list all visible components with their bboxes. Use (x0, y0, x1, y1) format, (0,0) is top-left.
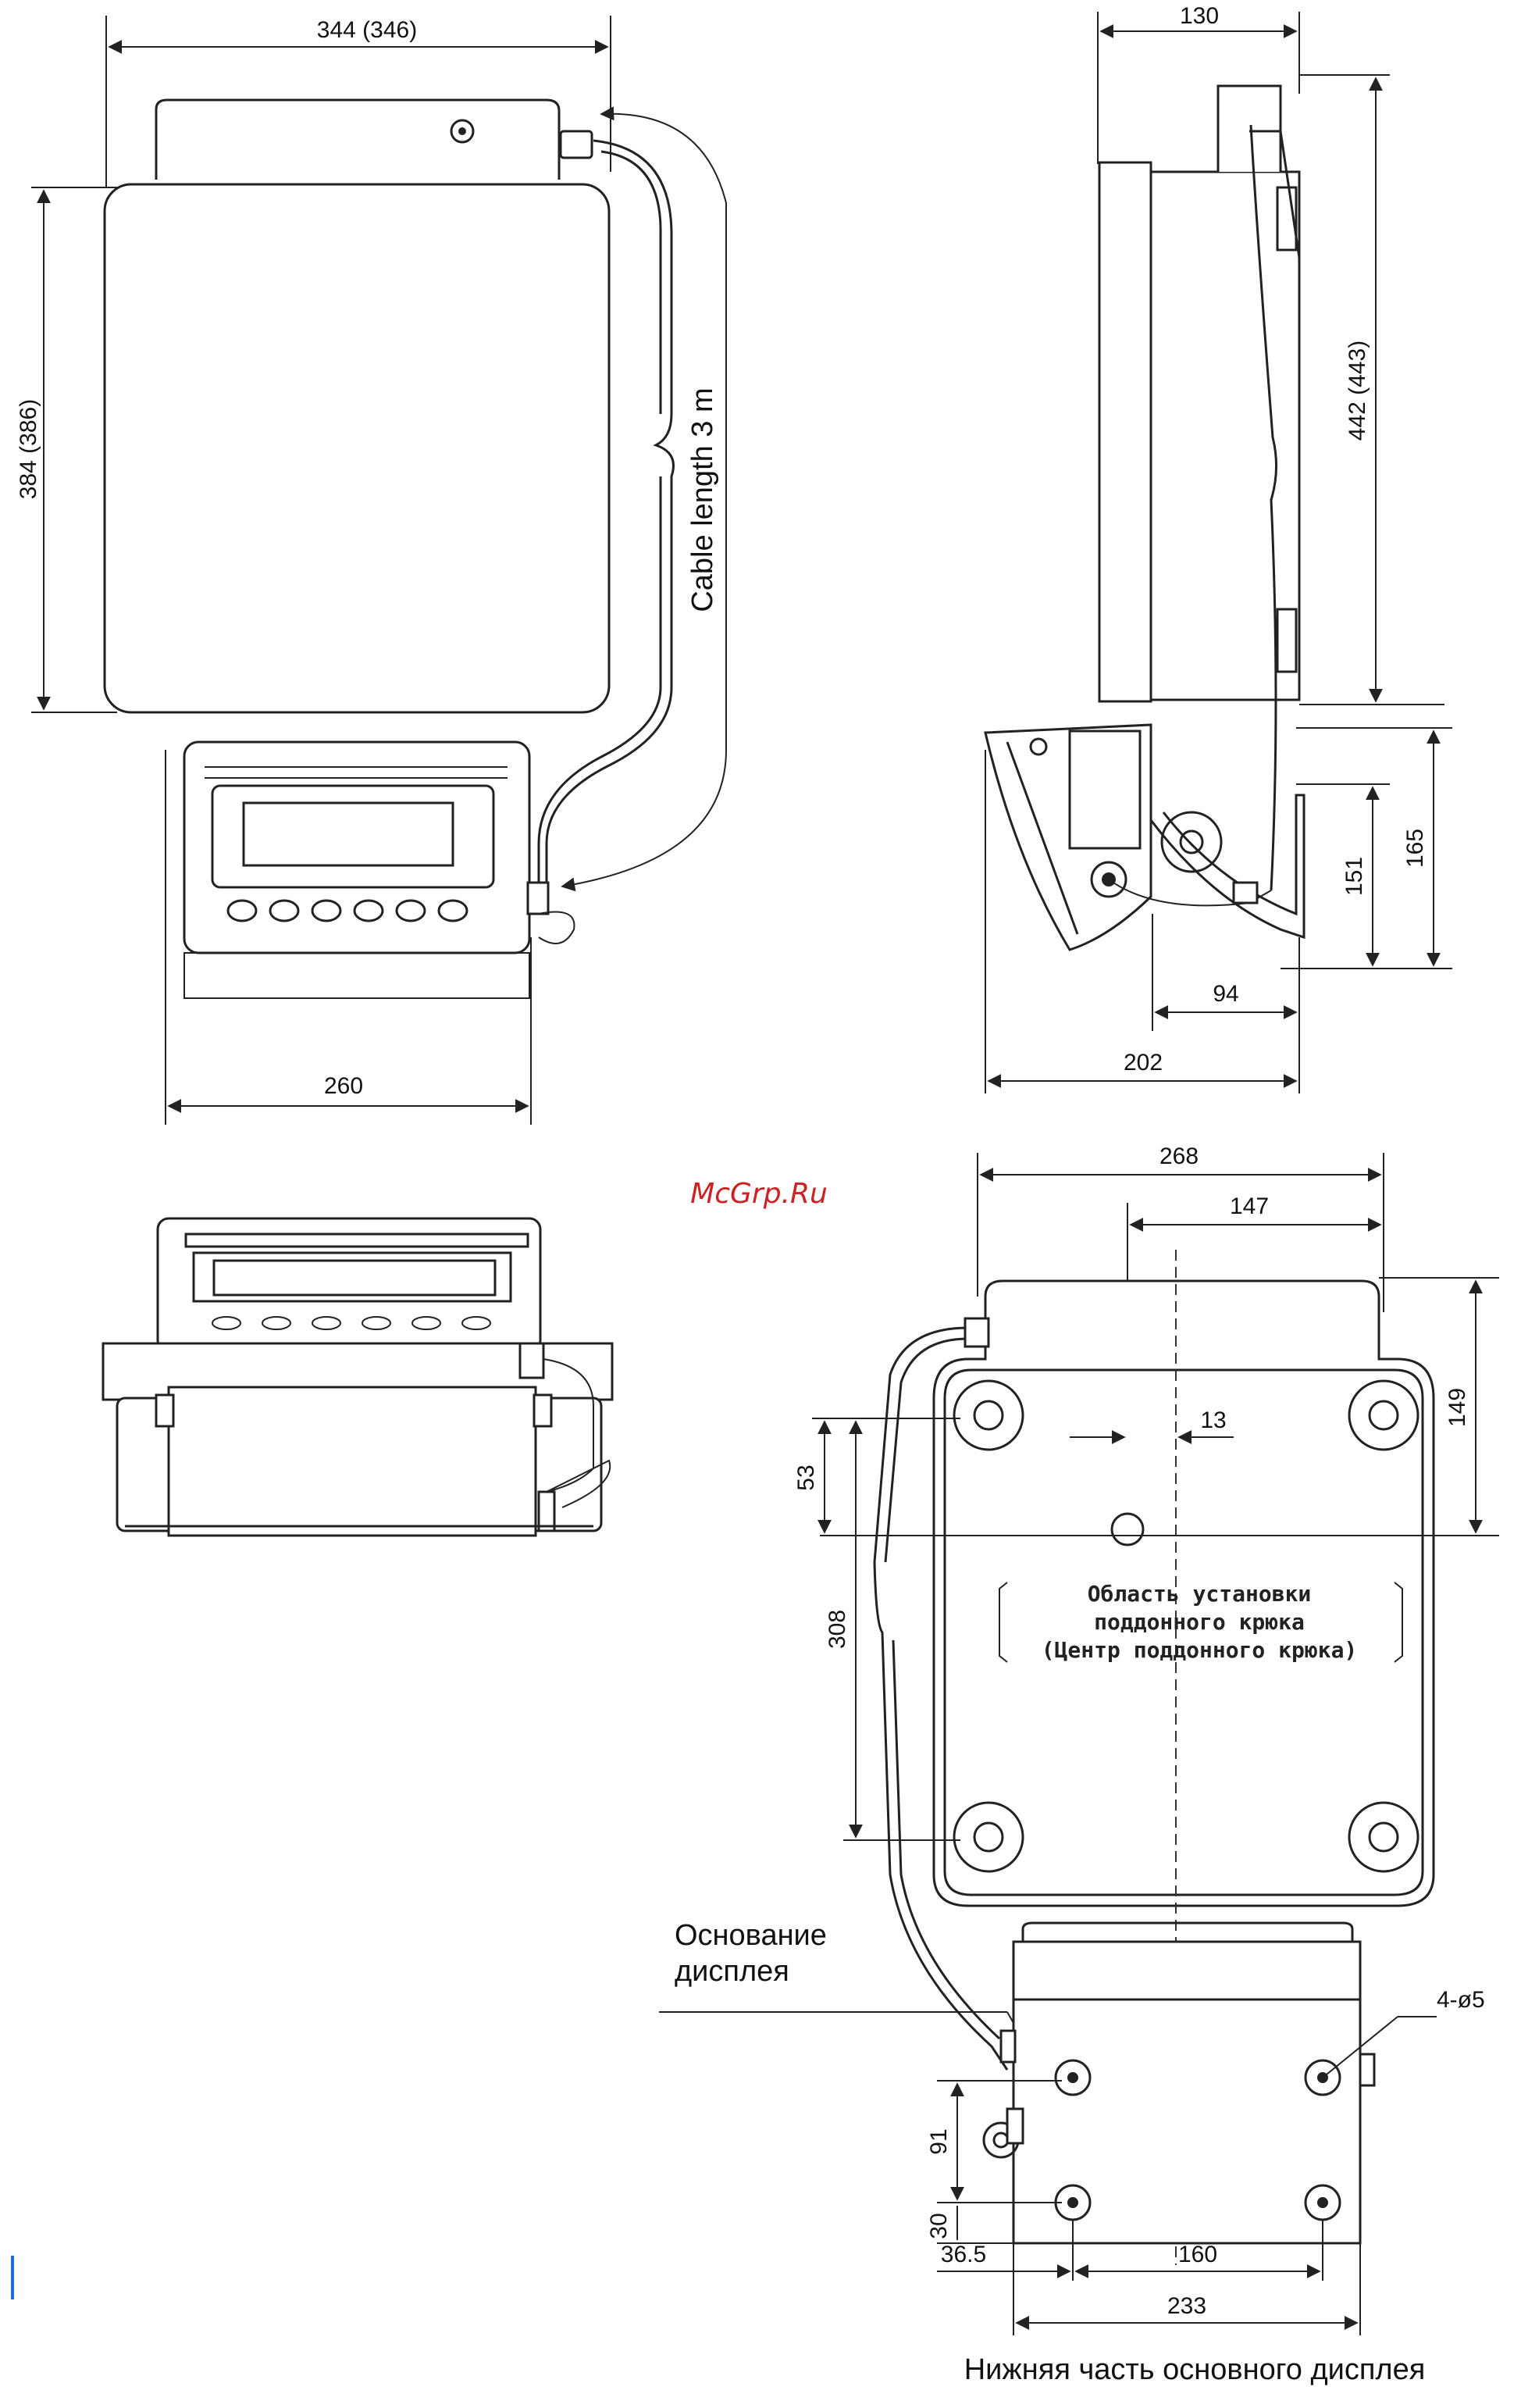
front-view (103, 1218, 612, 1536)
dim-13: 13 (1200, 1407, 1226, 1433)
display-front-view (184, 742, 574, 998)
dim-91: 91 (926, 2128, 952, 2154)
watermark: McGrp.Ru (690, 1178, 828, 1210)
bottom-view: 268 147 13 149 53 308 (659, 1143, 1499, 2386)
hook-area-line2: поддонного крюка (1094, 1609, 1305, 1635)
dim-160: 160 (1178, 2242, 1217, 2267)
cable-length: Cable length 3 m (686, 387, 719, 612)
platform-side (1099, 162, 1151, 701)
dim-94: 94 (1213, 981, 1238, 1007)
holes-label: 4-ø5 (1437, 1987, 1485, 2013)
dim-344: 344 (346) (317, 17, 417, 43)
weighing-platform (105, 184, 609, 712)
dim-130: 130 (1180, 3, 1219, 29)
dim-260: 260 (324, 1073, 363, 1099)
dim-442: 442 (443) (1345, 341, 1370, 441)
dim-30: 30 (926, 2213, 952, 2239)
platform-back-tab (156, 100, 559, 180)
dim-384: 384 (386) (16, 399, 41, 499)
dim-36-5: 36.5 (941, 2242, 986, 2267)
display-base-line1: Основание (675, 1919, 827, 1952)
front-base (169, 1387, 536, 1536)
dim-151: 151 (1341, 857, 1367, 896)
hook-area-line1: Область установки (1088, 1581, 1312, 1607)
dim-165: 165 (1402, 829, 1428, 868)
margin-marker (11, 2256, 14, 2299)
dim-233: 233 (1167, 2293, 1206, 2319)
top-view: 344 (346) 384 (386) Cable length 3 m (16, 16, 726, 1125)
dim-268: 268 (1159, 1143, 1199, 1169)
side-view: 130 442 (443) 165 151 (985, 3, 1452, 1093)
dim-308: 308 (825, 1610, 850, 1649)
display-base-line2: дисплея (675, 1955, 789, 1988)
dim-53: 53 (793, 1464, 819, 1490)
hook-area-line3: (Центр поддонного крюка) (1042, 1637, 1358, 1663)
display-side-profile (985, 725, 1151, 950)
bottom-caption: Нижняя часть основного дисплея (964, 2353, 1426, 2386)
dim-202: 202 (1124, 1050, 1163, 1076)
dim-147: 147 (1230, 1193, 1269, 1219)
dim-149: 149 (1444, 1388, 1470, 1427)
